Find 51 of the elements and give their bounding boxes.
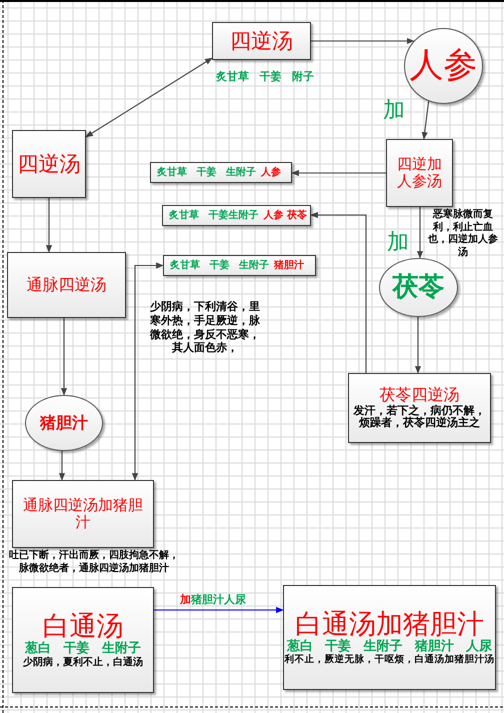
arrow — [422, 101, 430, 140]
edge-label: 加 — [383, 97, 405, 125]
ingredient-box — [150, 162, 292, 183]
ingredient-list: 炙甘草 干姜 生附子 — [170, 260, 269, 272]
ingredient-list: 炙甘草 干姜 生附子 — [157, 166, 256, 178]
formula-name: 茯苓四逆汤 — [380, 386, 460, 404]
arrow — [310, 212, 367, 373]
edge-label: 加猪胆汁人尿 — [180, 592, 246, 607]
arrow — [60, 318, 68, 396]
description-text: 利不止，厥逆无脉，干呕烦，白通汤加猪胆汁汤 — [284, 655, 494, 666]
formula-name: 四逆汤 — [230, 28, 293, 54]
arrow — [46, 198, 52, 253]
arrow — [85, 58, 213, 138]
formula-name: 通脉四逆汤加猪胆汁 — [22, 496, 144, 532]
ingredient-list: 茯苓 — [392, 272, 444, 302]
ingredient-list: 葱白 干姜 生附子 — [25, 642, 141, 658]
ingredient-box — [163, 255, 316, 276]
herb-name: 猪胆汁 — [40, 414, 88, 432]
formula-box — [386, 139, 453, 207]
description-text: 吐已下断，汗出而厥，四肢拘急不解，脉微欲绝者，通脉四逆汤加猪胆汁 — [8, 550, 180, 575]
arrow — [154, 606, 284, 614]
arrow — [414, 317, 422, 374]
herb-name: 猪胆汁 — [274, 260, 304, 272]
formula-box — [12, 480, 154, 548]
ingredient-list: 炙甘草 干姜生附子 — [169, 210, 258, 222]
description-text: 发汗，若下之，病仍不解，烦躁者，茯苓四逆汤主之 — [352, 404, 486, 430]
formula-box — [12, 130, 86, 198]
description-text: 恶寒脉微而复利，利止亡血也，四逆加人参汤 — [426, 209, 499, 259]
formula-box — [7, 252, 126, 318]
description-text: 少阴病，夏利不止，白通汤 — [23, 657, 143, 669]
arrow — [311, 38, 415, 44]
ingredient-box — [162, 205, 311, 226]
herb-name: 人参 — [260, 166, 281, 178]
ingredient-list: 炙甘草 干姜 附子 — [190, 70, 340, 84]
edge-label: 加 — [387, 229, 409, 257]
formula-box — [348, 373, 491, 443]
arrow — [132, 262, 164, 481]
herb-circle — [379, 258, 458, 317]
formula-name: 四逆汤 — [18, 152, 80, 176]
formula-box — [283, 585, 496, 690]
formula-name: 四逆加人参汤 — [396, 156, 443, 190]
description-text: 少阴病，下利清谷，里寒外热，手足厥逆，脉微欲绝，身反不恶寒，其人面色赤， — [148, 300, 261, 355]
herb-circle — [25, 395, 103, 451]
arrow — [416, 207, 424, 259]
herb-name: 人参 茯苓 — [263, 210, 307, 222]
formula-name: 人参 — [410, 46, 478, 86]
formula-box — [212, 22, 311, 60]
formula-box — [12, 587, 154, 693]
formula-name: 通脉四逆汤 — [26, 276, 106, 294]
arrow — [291, 170, 386, 176]
arrow — [58, 450, 66, 481]
